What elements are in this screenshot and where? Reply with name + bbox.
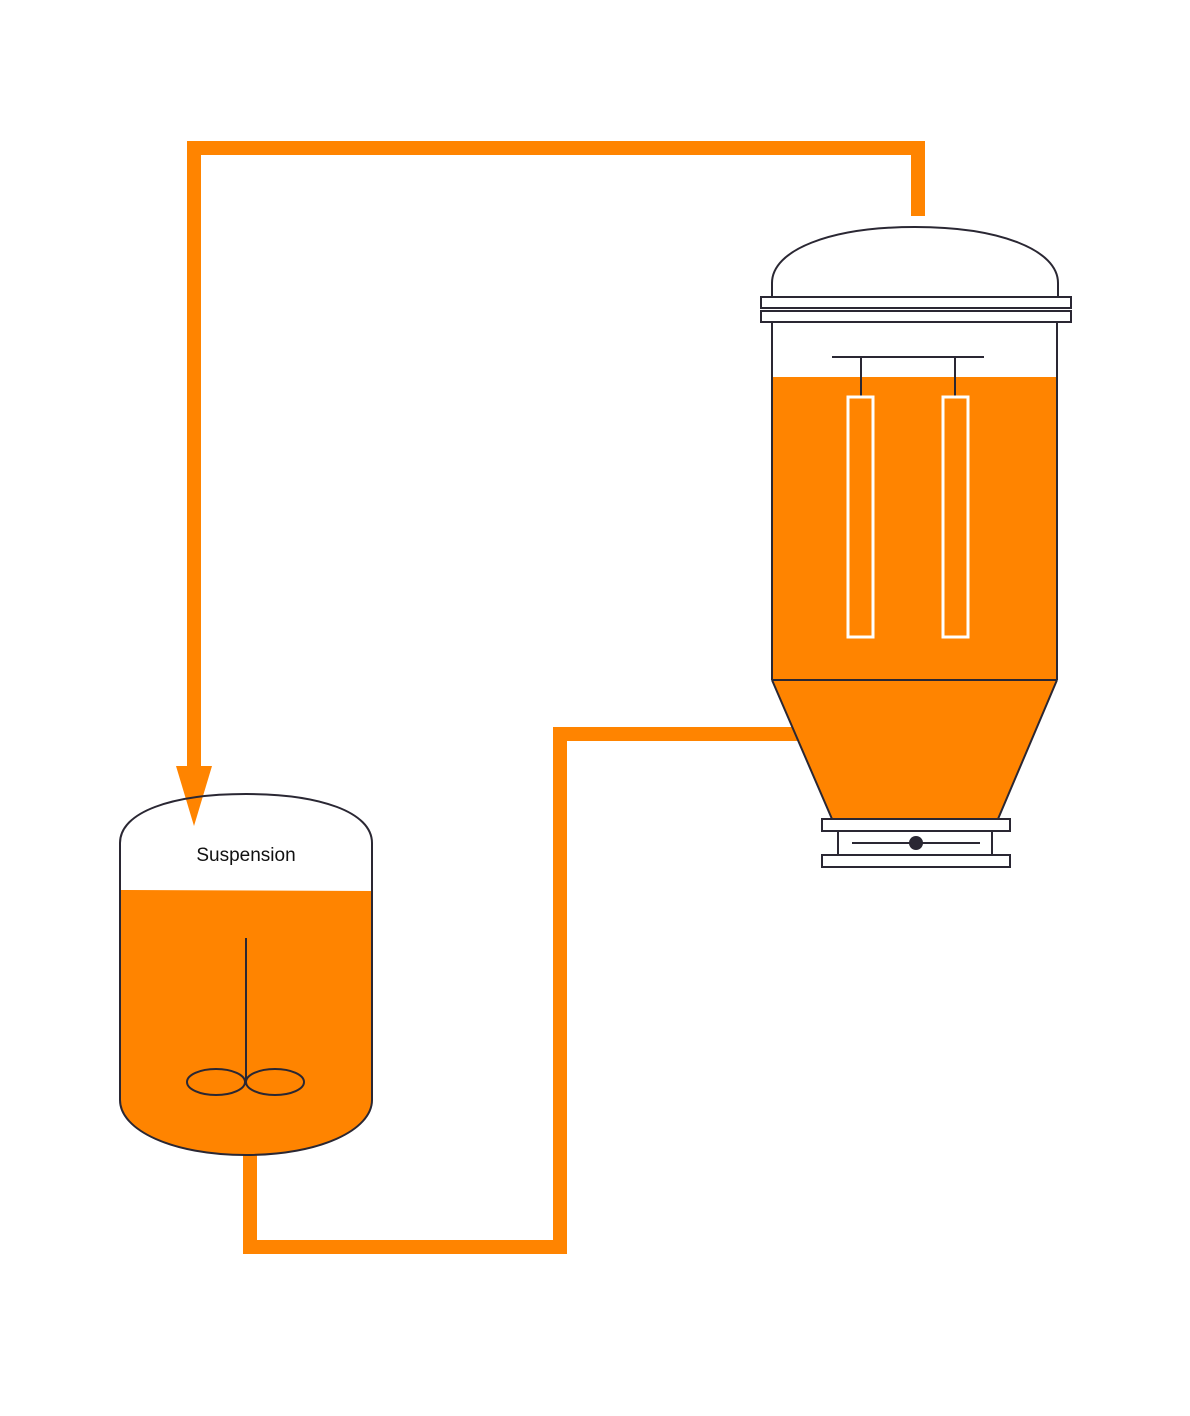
filter-liquid [772,377,1057,819]
filter-cone [771,679,1058,820]
agitator-impeller-icon [186,938,305,1096]
filter-candle-icon [832,356,984,639]
pipes [187,141,925,1254]
filter-flange-lower [760,310,1072,323]
filter-dome [771,225,1059,297]
feed-pipe [243,727,797,1254]
filter-flange [760,296,1072,309]
return-pipe [187,141,925,772]
arrow-down-icon [176,766,212,826]
filter-vessel [760,225,1072,868]
suspension-label: Suspension [196,845,295,866]
valve-icon [821,818,1011,868]
suspension-tank: Suspension [119,792,373,1157]
suspension-tank-outline [119,792,373,1157]
